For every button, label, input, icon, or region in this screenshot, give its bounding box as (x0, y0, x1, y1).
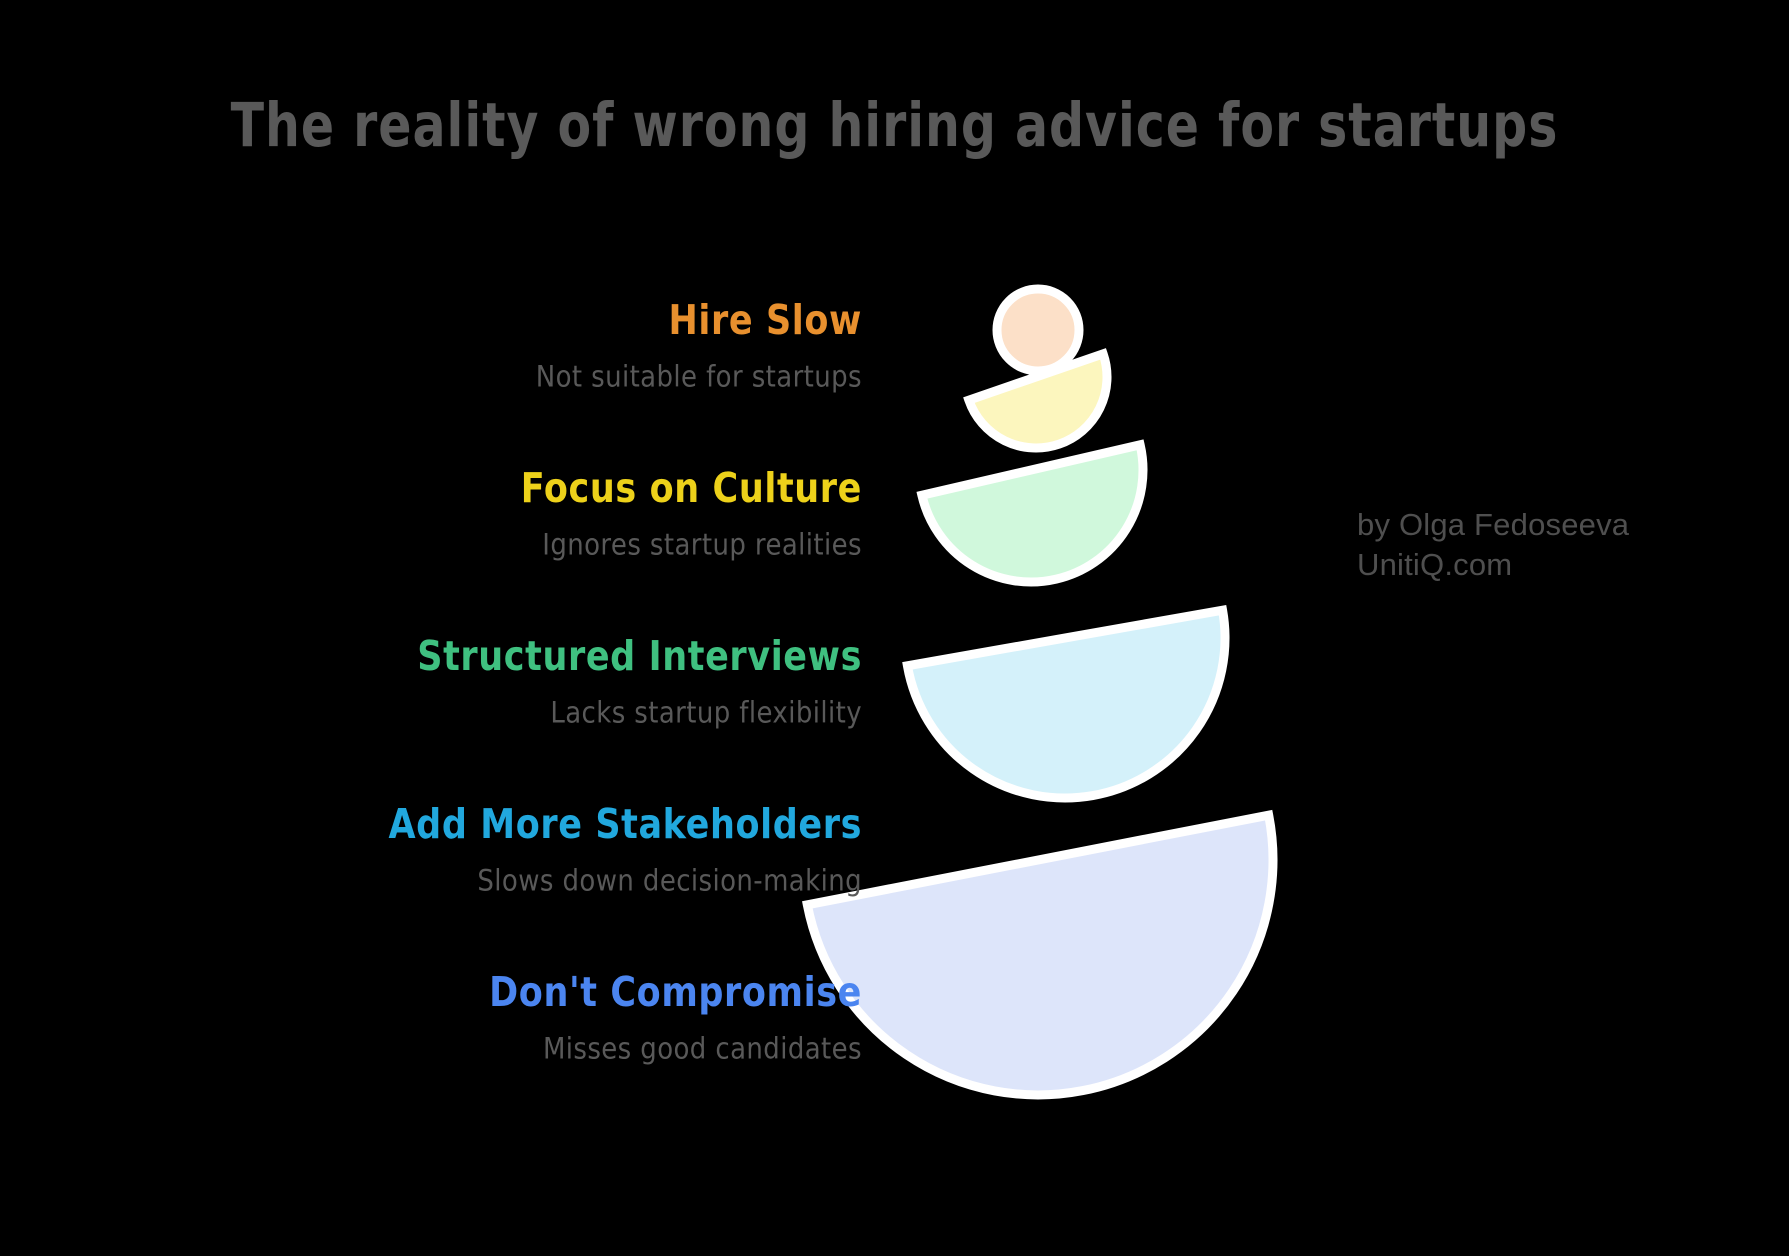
item-sub-add-more-stakeholders: Slows down decision-making (477, 864, 862, 899)
list-item-dont-compromise: Don't Compromise Misses good candidates (0, 969, 862, 1065)
page-title: The reality of wrong hiring advice for s… (230, 90, 1559, 161)
item-label-structured-interviews: Structured Interviews (417, 633, 862, 681)
attribution-author: by Olga Fedoseeva (1357, 507, 1630, 542)
item-sub-hire-slow: Not suitable for startups (535, 360, 862, 395)
item-label-add-more-stakeholders: Add More Stakeholders (388, 801, 862, 849)
list-item-structured-interviews: Structured Interviews Lacks startup flex… (0, 633, 862, 729)
semicircle-focus-on-culture (963, 348, 1112, 453)
attribution: by Olga Fedoseeva UnitiQ.com (1357, 505, 1629, 586)
semicircle-shape-2 (963, 348, 1112, 453)
item-label-dont-compromise: Don't Compromise (489, 969, 862, 1017)
list-item-hire-slow: Hire Slow Not suitable for startups (0, 297, 862, 393)
item-sub-structured-interviews: Lacks startup flexibility (550, 696, 862, 731)
semicircle-dont-compromise (802, 809, 1278, 1100)
item-label-hire-slow: Hire Slow (668, 297, 862, 345)
semicircle-shape-4 (902, 605, 1230, 803)
semicircle-structured-interviews (916, 439, 1148, 587)
item-sub-dont-compromise: Misses good candidates (542, 1032, 862, 1067)
semicircle-add-more-stakeholders (902, 605, 1230, 803)
list-item-focus-on-culture: Focus on Culture Ignores startup realiti… (0, 465, 862, 561)
item-sub-focus-on-culture: Ignores startup realities (542, 528, 862, 563)
list-item-add-more-stakeholders: Add More Stakeholders Slows down decisio… (0, 801, 862, 897)
semicircle-shape-3 (916, 439, 1148, 587)
attribution-site: UnitiQ.com (1357, 547, 1513, 583)
circle-hire-slow (992, 284, 1084, 376)
item-label-focus-on-culture: Focus on Culture (520, 465, 862, 513)
semicircle-shape-5 (802, 809, 1278, 1100)
